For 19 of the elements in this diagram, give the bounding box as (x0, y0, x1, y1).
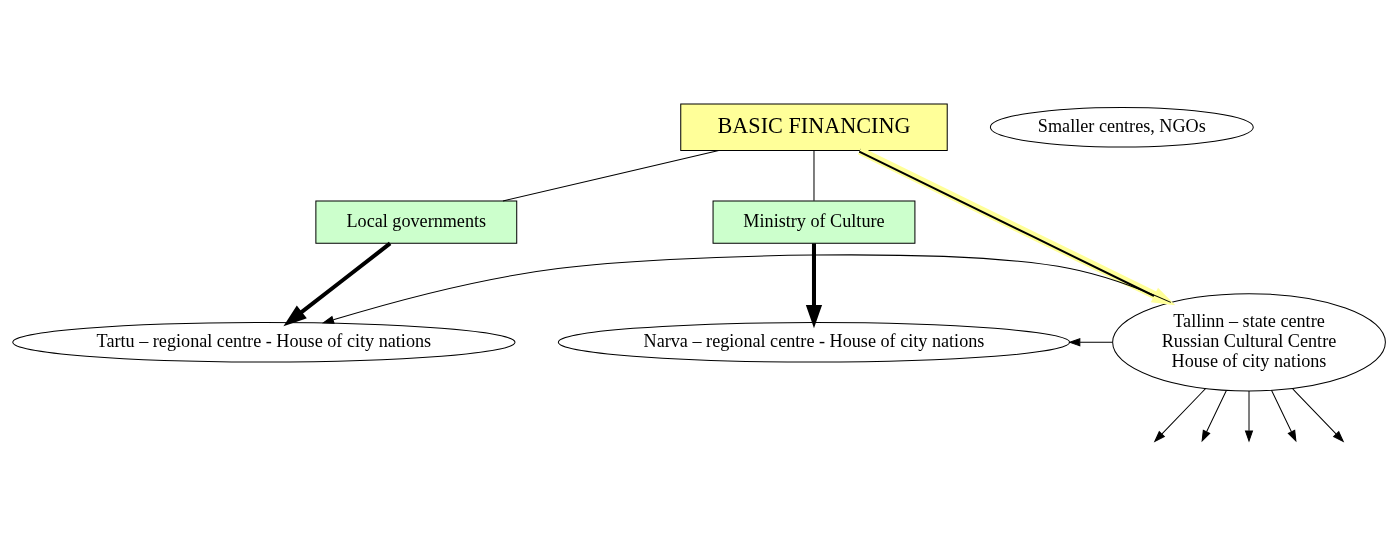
node-ellipse: Narva – regional centre - House of city nations (557, 321, 1071, 363)
connector (813, 149, 815, 201)
arrow (321, 253, 1172, 324)
arrow (1291, 387, 1345, 443)
node-box: BASIC FINANCING (680, 103, 948, 151)
node-ellipse: Tartu – regional centre - House of city nations (12, 321, 516, 363)
node-box: Local governments (315, 199, 518, 244)
arrow (805, 242, 823, 328)
arrow (857, 146, 1176, 305)
arrow (1271, 389, 1297, 442)
arrow (1201, 389, 1227, 442)
arrow (1244, 390, 1254, 442)
arrow (1068, 337, 1113, 347)
node-box: Ministry of Culture (712, 199, 916, 244)
arrow (1153, 387, 1207, 443)
node-ellipse: Tallinn – state centre Russian Cultural Centre House of city nations (1112, 292, 1386, 391)
node-ellipse: Smaller centres, NGOs (989, 106, 1254, 148)
arrow (283, 241, 392, 326)
connector (502, 149, 720, 201)
